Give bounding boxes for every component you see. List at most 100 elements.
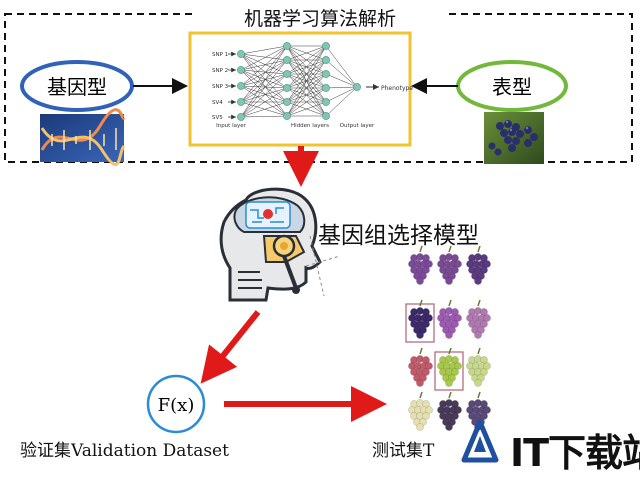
grape-cluster-icon [437,391,462,431]
nn-node [283,112,291,120]
nn-edge [240,85,288,89]
nn-node [237,98,245,106]
nn-node [283,70,291,78]
nn-edge [286,73,327,117]
nn-edge [240,45,288,71]
page-title: 机器学习算法解析 [243,8,396,30]
grape-cluster-icon [437,245,462,285]
nn-edge [286,45,327,61]
grape-cluster-icon [408,245,433,285]
validation-dataset-label: 验证集Validation Dataset [20,441,229,461]
nn-node [322,84,330,92]
neural-network-edges [240,45,358,118]
watermark-logo-icon [461,419,499,463]
nn-input-layer-label: Input layer [216,123,247,129]
nn-edge [286,45,327,103]
nn-input-label: SNP 1 [212,52,228,58]
grapes-photo-icon [484,112,544,164]
nn-edge [240,73,288,103]
nn-output-layer-label: Output layer [340,123,375,129]
nn-node [237,82,245,90]
nn-edge [240,87,288,103]
nn-edge [240,53,288,103]
nn-edge [286,45,327,117]
nn-edge [240,45,288,87]
nn-node [283,98,291,106]
nn-edge [240,69,288,103]
nn-output-label: Phenotype [381,85,413,92]
nn-edge [240,69,288,117]
model-label: 基因组选择模型 [318,223,479,249]
nn-edge [240,45,288,103]
grape-cluster-icon [466,245,491,285]
nn-hidden-layer-label: Hidden layers [291,123,329,129]
nn-node [322,56,330,64]
nn-node [237,113,245,121]
grape-cluster-icon [466,347,491,387]
nn-edge [240,101,288,117]
nn-node [283,84,291,92]
nn-edge [286,45,327,89]
dna-icon [40,108,126,167]
nn-edge [325,73,358,88]
nn-edge [240,53,288,61]
arrow-robot-to-function [200,310,261,384]
nn-edge [240,53,288,75]
function-circle [146,374,206,434]
nn-edge [240,59,288,71]
nn-edge [286,45,327,75]
nn-edge [240,45,288,55]
nn-input-label: SNP 3 [212,84,229,90]
robot-head-icon [219,187,341,302]
nn-input-label: SNP 2 [212,68,228,74]
nn-input-label: SV4 [212,100,223,106]
grape-cluster-icon [434,347,464,391]
nn-node [322,42,330,50]
nn-node [283,56,291,64]
grape-cluster-icon [466,299,491,339]
grape-test-samples [405,245,491,431]
nn-edge [240,85,288,103]
nn-edge [240,53,288,89]
nn-edge [286,59,327,117]
title-backdrop [195,4,445,26]
nn-edge [325,86,358,103]
grape-cluster-icon [408,391,433,431]
grape-cluster-icon [405,299,435,343]
nn-edge [240,69,288,75]
neural-network-nodes [237,42,361,121]
nn-node [322,70,330,78]
nn-edge [240,53,288,117]
nn-edge [240,69,288,89]
nn-edge [325,45,358,88]
oval-genotype [20,60,134,112]
nn-edge [325,86,358,117]
watermark-text: IT下载站 [510,431,640,475]
nn-edge [240,87,288,118]
nn-node [353,83,361,91]
nn-edge [240,101,288,118]
grape-cluster-icon [437,299,462,339]
nn-node [237,50,245,58]
genotype-label: 基因型 [47,75,107,99]
grape-cluster-icon [408,347,433,387]
nn-edge [240,73,288,118]
nn-node [237,66,245,74]
nn-edge [325,86,358,89]
nn-edge [240,45,288,118]
phenotype-label: 表型 [492,75,532,99]
nn-edge [240,115,288,118]
test-dataset-label: 测试集T [372,441,435,461]
nn-edge [240,73,288,87]
nn-edge [240,59,288,87]
nn-node [322,98,330,106]
nn-node [283,42,291,50]
nn-edge [325,59,358,88]
nn-edge [286,101,327,117]
nn-edge [240,59,288,103]
nn-input-label: SV5 [212,115,223,121]
nn-node [322,112,330,120]
